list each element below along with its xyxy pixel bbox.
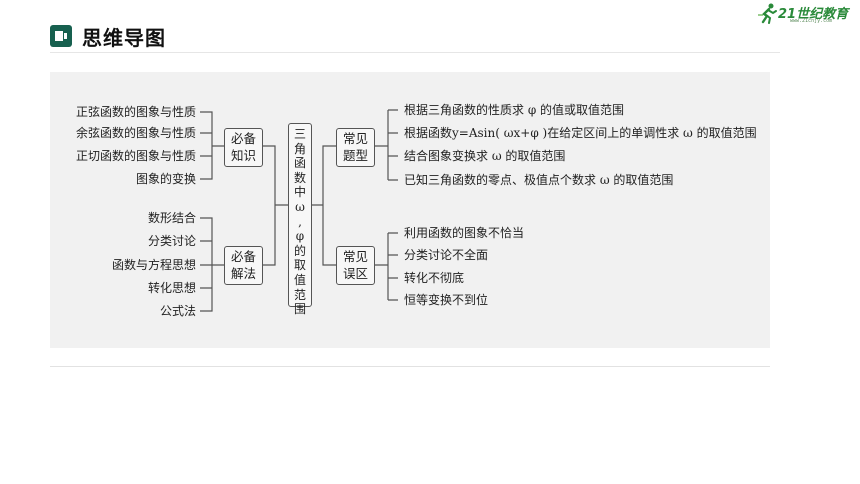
box-label: 题型: [342, 148, 368, 163]
title-divider: [50, 52, 780, 53]
list-item: 图象的变换: [135, 172, 196, 186]
box-label: 知识: [230, 148, 256, 163]
list-item: 公式法: [159, 304, 196, 318]
bracket-right-top: [375, 109, 398, 181]
center-char: 取: [293, 258, 306, 273]
list-item: 已知三角函数的零点、极值点个数求 ω 的取值范围: [404, 173, 674, 187]
center-topic-text: 三 角 函 数 中 ω , φ 的 取 值 范 围: [289, 127, 311, 317]
page-title: 思维导图: [82, 25, 166, 50]
box-common-mistakes: 常见 误区: [336, 246, 375, 285]
center-char: φ: [295, 229, 305, 244]
center-char: ,: [298, 214, 302, 229]
list-item: 余弦函数的图象与性质: [75, 126, 196, 140]
list-item: 根据函数y=Asin( ωx+φ )在给定区间上的单调性求 ω 的取值范围: [404, 126, 757, 140]
box-label: 常见: [342, 249, 368, 264]
brand-logo: 21世纪教育 www.21cnjy.com: [756, 2, 860, 26]
list-item: 根据三角函数的性质求 φ 的值或取值范围: [404, 103, 625, 117]
center-char: ω: [295, 199, 305, 214]
list-item: 正切函数的图象与性质: [75, 149, 196, 163]
list-item: 结合图象变换求 ω 的取值范围: [404, 149, 566, 163]
list-item: 正弦函数的图象与性质: [75, 105, 196, 119]
running-figure-icon: [758, 3, 777, 24]
box-common-problem-types: 常见 题型: [336, 128, 375, 167]
link-left-center: [262, 145, 288, 266]
center-char: 角: [293, 141, 306, 156]
link-center-right: [310, 145, 336, 266]
list-item: 转化不彻底: [404, 271, 465, 285]
box-label: 误区: [342, 266, 368, 281]
center-char: 中: [293, 185, 306, 200]
logo-text: 21世纪教育: [778, 7, 849, 22]
box-essential-knowledge: 必备 知识: [224, 128, 263, 167]
mind-map-panel: [50, 72, 770, 348]
bracket-left-top: [200, 111, 224, 180]
bracket-left-bottom: [200, 217, 224, 312]
list-item: 分类讨论不全面: [404, 248, 489, 262]
box-essential-methods: 必备 解法: [224, 246, 263, 285]
logo-url: www.21cnjy.com: [790, 18, 833, 24]
bottom-divider: [50, 366, 770, 367]
list-item: 函数与方程思想: [111, 258, 196, 272]
box-label: 解法: [230, 266, 256, 281]
center-char: 范: [293, 287, 306, 302]
center-char: 函: [293, 156, 306, 171]
list-item: 数形结合: [147, 211, 196, 225]
center-char: 三: [293, 127, 306, 141]
center-char: 的: [293, 243, 306, 258]
center-char: 数: [293, 170, 306, 185]
center-char: 围: [293, 302, 306, 317]
box-label: 必备: [230, 249, 256, 264]
bracket-right-bottom: [375, 232, 398, 301]
box-label: 常见: [342, 131, 368, 146]
section-header: 思维导图: [50, 20, 166, 52]
box-label: 必备: [230, 131, 256, 146]
center-topic-box: 三 角 函 数 中 ω , φ 的 取 值 范 围: [288, 123, 312, 316]
list-item: 利用函数的图象不恰当: [404, 226, 525, 240]
list-item: 转化思想: [147, 281, 196, 295]
list-item: 分类讨论: [147, 234, 196, 248]
list-item: 恒等变换不到位: [404, 293, 489, 307]
center-char: 值: [293, 272, 306, 287]
section-marker-icon: [50, 25, 72, 47]
